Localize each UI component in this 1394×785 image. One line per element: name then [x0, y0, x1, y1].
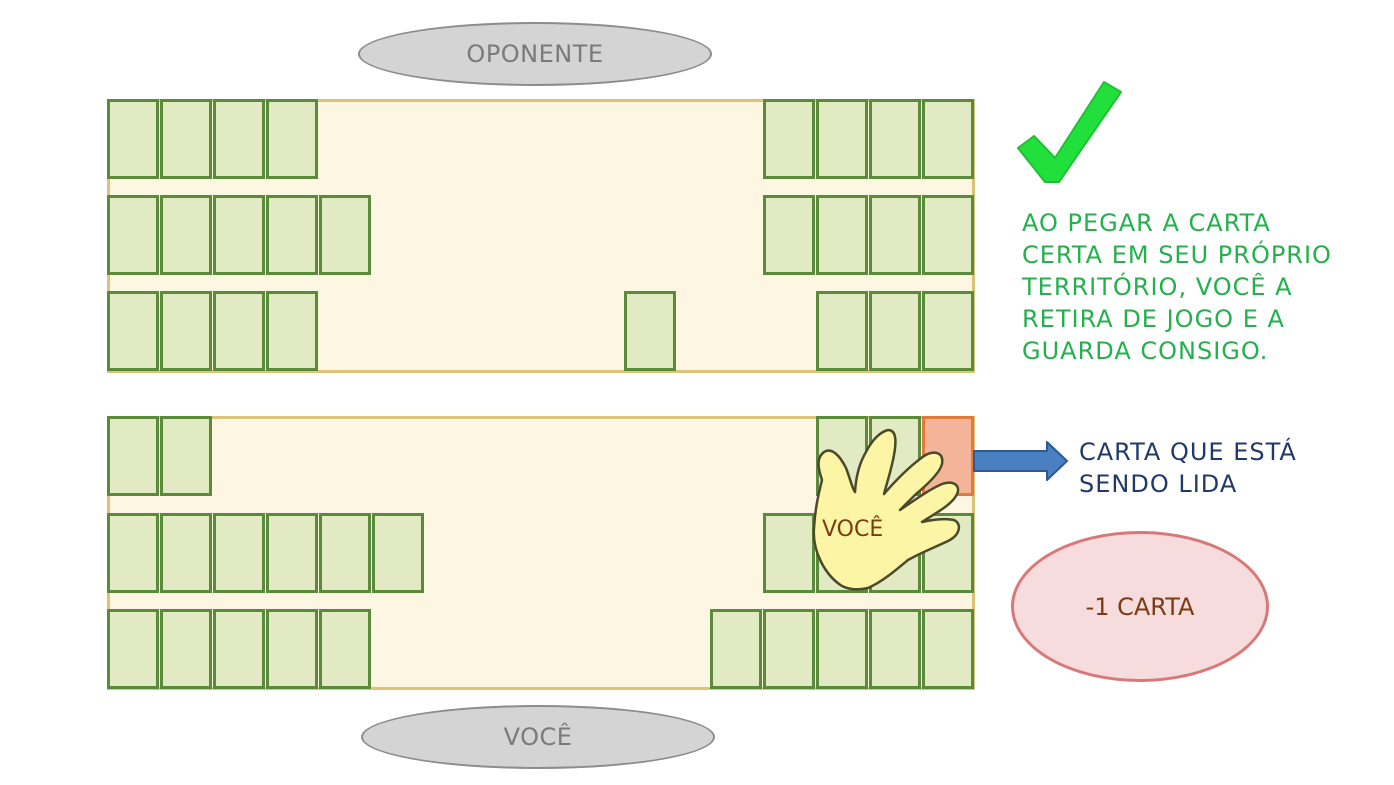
player-card[interactable]: [213, 513, 265, 593]
player-card[interactable]: [160, 513, 212, 593]
player-card[interactable]: [763, 609, 815, 689]
checkmark-icon: [1017, 81, 1122, 183]
explanation-line: TERRITÓRIO, VOCÊ A: [1022, 273, 1293, 301]
opponent-card[interactable]: [160, 195, 212, 275]
player-label-text: VOCÊ: [503, 723, 573, 751]
opponent-card[interactable]: [816, 291, 868, 371]
opponent-card[interactable]: [213, 291, 265, 371]
player-label: VOCÊ: [361, 705, 715, 769]
player-card[interactable]: [319, 513, 371, 593]
player-card[interactable]: [266, 609, 318, 689]
hand-label: VOCÊ: [822, 517, 884, 542]
opponent-label-text: OPONENTE: [466, 40, 604, 68]
player-card[interactable]: [710, 609, 762, 689]
penalty-badge: -1 CARTA: [1011, 531, 1269, 682]
opponent-card[interactable]: [922, 291, 974, 371]
explanation-line: RETIRA DE JOGO E A: [1022, 305, 1285, 333]
opponent-card[interactable]: [816, 195, 868, 275]
opponent-card[interactable]: [922, 195, 974, 275]
opponent-card[interactable]: [869, 195, 921, 275]
arrow-note-line: CARTA QUE ESTÁ: [1079, 438, 1297, 466]
opponent-card[interactable]: [107, 291, 159, 371]
player-card[interactable]: [107, 513, 159, 593]
opponent-card[interactable]: [816, 99, 868, 179]
explanation-text: AO PEGAR A CARTA CERTA EM SEU PRÓPRIO TE…: [1022, 207, 1332, 367]
opponent-card[interactable]: [922, 99, 974, 179]
player-card[interactable]: [816, 609, 868, 689]
arrow-right-icon: [973, 441, 1068, 481]
opponent-card[interactable]: [107, 195, 159, 275]
player-card[interactable]: [922, 609, 974, 689]
explanation-line: CERTA EM SEU PRÓPRIO: [1022, 241, 1332, 269]
player-card[interactable]: [372, 513, 424, 593]
opponent-label: OPONENTE: [358, 22, 712, 86]
arrow-note-line: SENDO LIDA: [1079, 470, 1238, 498]
hand-icon: [812, 428, 961, 591]
opponent-card[interactable]: [160, 291, 212, 371]
player-card[interactable]: [763, 513, 815, 593]
opponent-card[interactable]: [213, 195, 265, 275]
player-card[interactable]: [319, 609, 371, 689]
opponent-card[interactable]: [869, 291, 921, 371]
opponent-card[interactable]: [869, 99, 921, 179]
penalty-text: -1 CARTA: [1085, 592, 1195, 621]
player-card[interactable]: [107, 609, 159, 689]
opponent-card[interactable]: [763, 195, 815, 275]
arrow-note: CARTA QUE ESTÁ SENDO LIDA: [1079, 436, 1297, 500]
player-card[interactable]: [213, 609, 265, 689]
player-card[interactable]: [160, 416, 212, 496]
opponent-card[interactable]: [266, 291, 318, 371]
player-card[interactable]: [266, 513, 318, 593]
player-card[interactable]: [160, 609, 212, 689]
opponent-card[interactable]: [160, 99, 212, 179]
player-card[interactable]: [107, 416, 159, 496]
opponent-card[interactable]: [624, 291, 676, 371]
opponent-card[interactable]: [266, 99, 318, 179]
opponent-card[interactable]: [763, 99, 815, 179]
opponent-card[interactable]: [266, 195, 318, 275]
opponent-card[interactable]: [107, 99, 159, 179]
explanation-line: AO PEGAR A CARTA: [1022, 209, 1271, 237]
opponent-card[interactable]: [213, 99, 265, 179]
explanation-line: GUARDA CONSIGO.: [1022, 337, 1269, 365]
player-card[interactable]: [869, 609, 921, 689]
opponent-card[interactable]: [319, 195, 371, 275]
